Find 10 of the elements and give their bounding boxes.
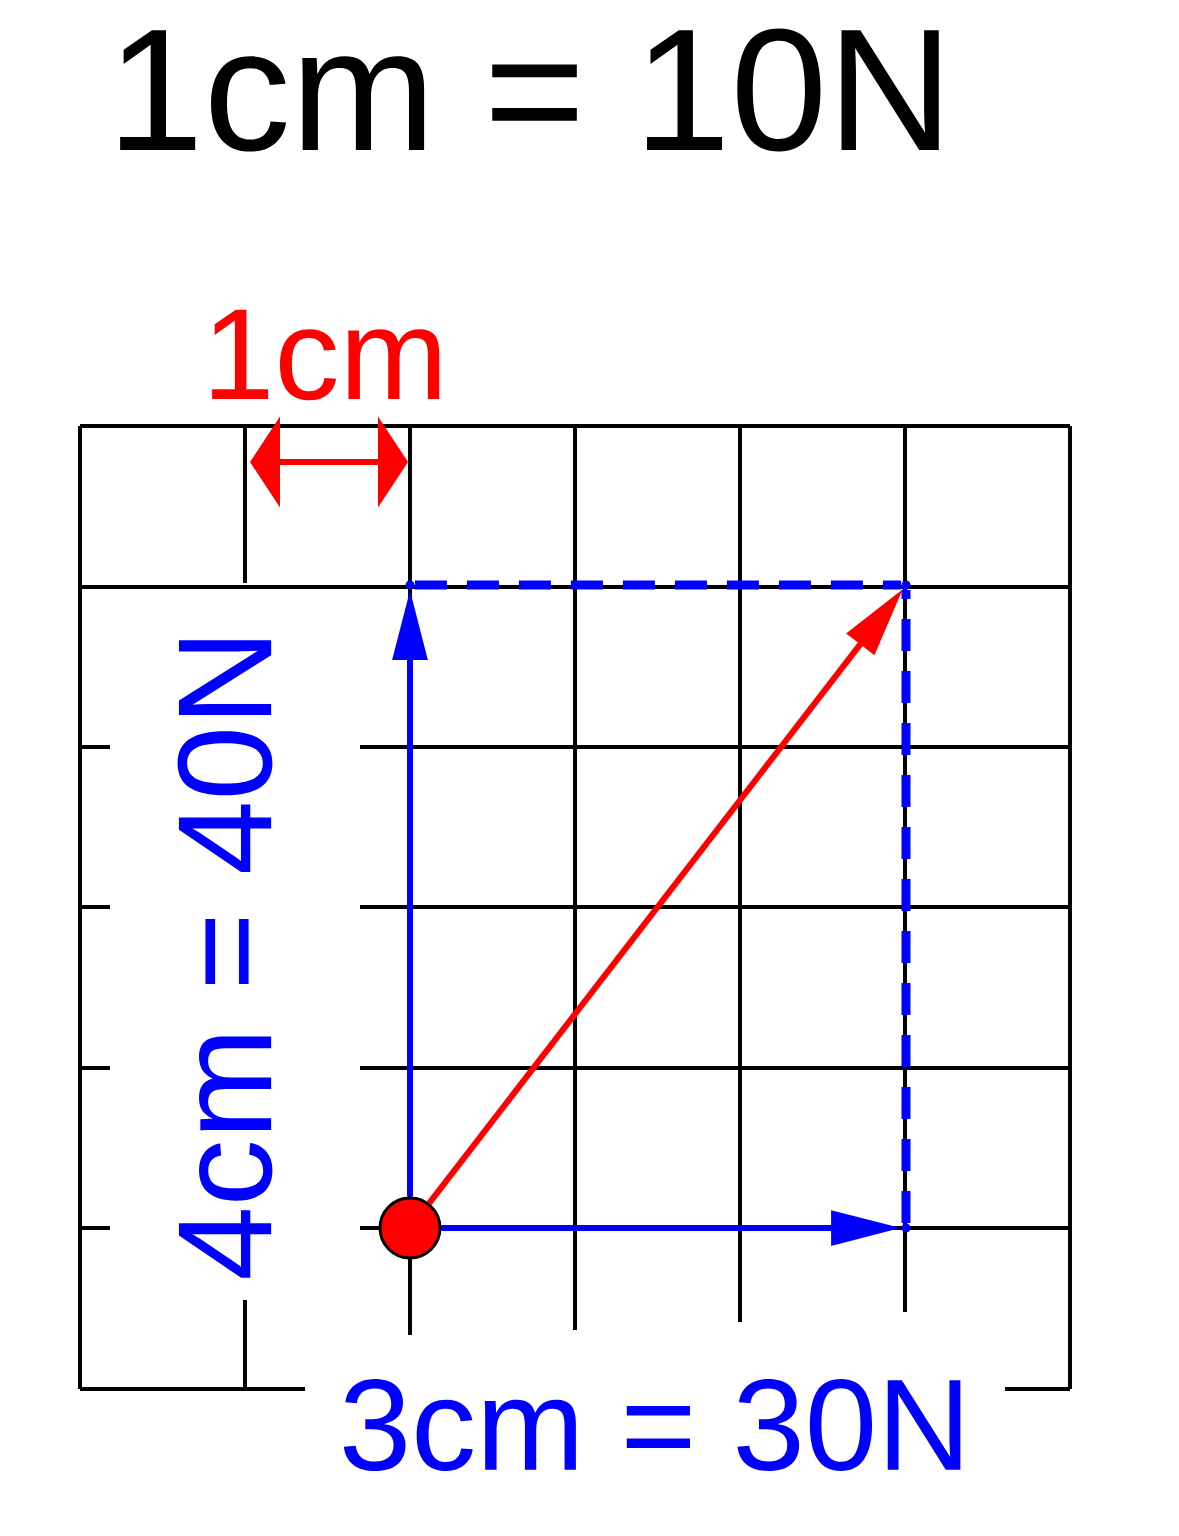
- dashed-line: [901, 589, 911, 1224]
- title: 1cm = 10N: [120, 28, 939, 152]
- origin-dot: [378, 1196, 442, 1260]
- force-label: 3cm = 30N: [343, 1379, 961, 1471]
- corner-point: [405, 580, 415, 590]
- scale-label: 1cm: [212, 309, 440, 401]
- force-label: 4cm = 40N: [177, 640, 273, 1278]
- dashed-line: [414, 580, 902, 590]
- corner-point: [901, 580, 911, 590]
- corner-point: [901, 1223, 911, 1233]
